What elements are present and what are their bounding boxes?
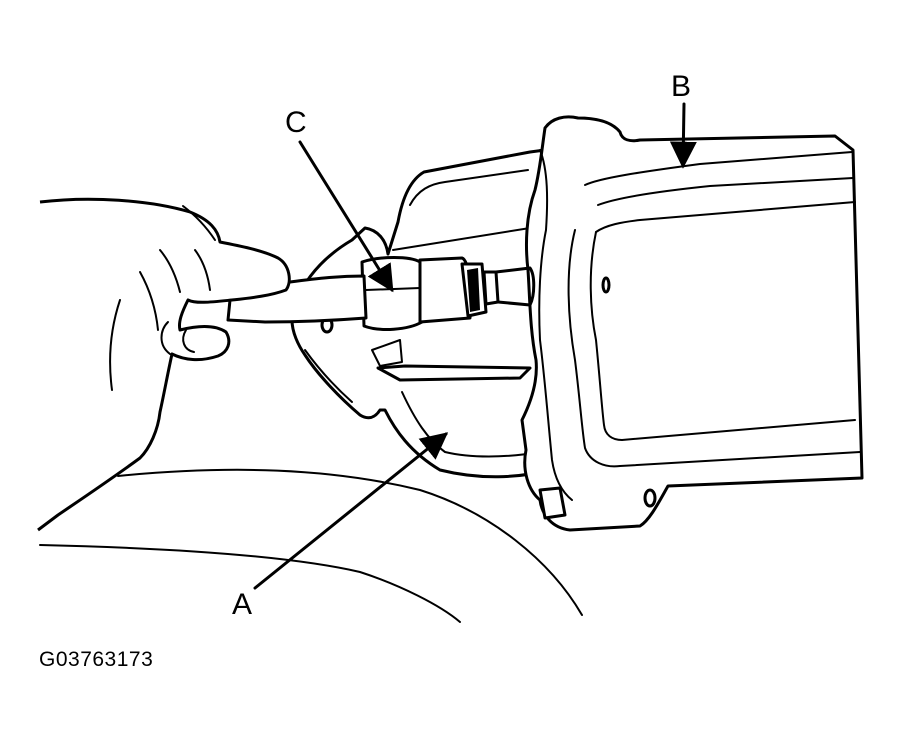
callout-arrow-b xyxy=(669,102,697,169)
caliper-bracket xyxy=(520,115,864,532)
tire-outline xyxy=(39,468,583,623)
hand xyxy=(37,197,291,532)
figure-code: G03763173 xyxy=(39,648,154,671)
callout-arrows xyxy=(253,102,697,590)
callout-label-a: A xyxy=(232,588,253,621)
extension-bar xyxy=(226,274,368,324)
callout-arrow-a xyxy=(253,432,449,590)
callout-label-c: C xyxy=(285,106,307,139)
callout-arrow-c xyxy=(298,140,394,293)
callout-label-b: B xyxy=(671,70,692,103)
